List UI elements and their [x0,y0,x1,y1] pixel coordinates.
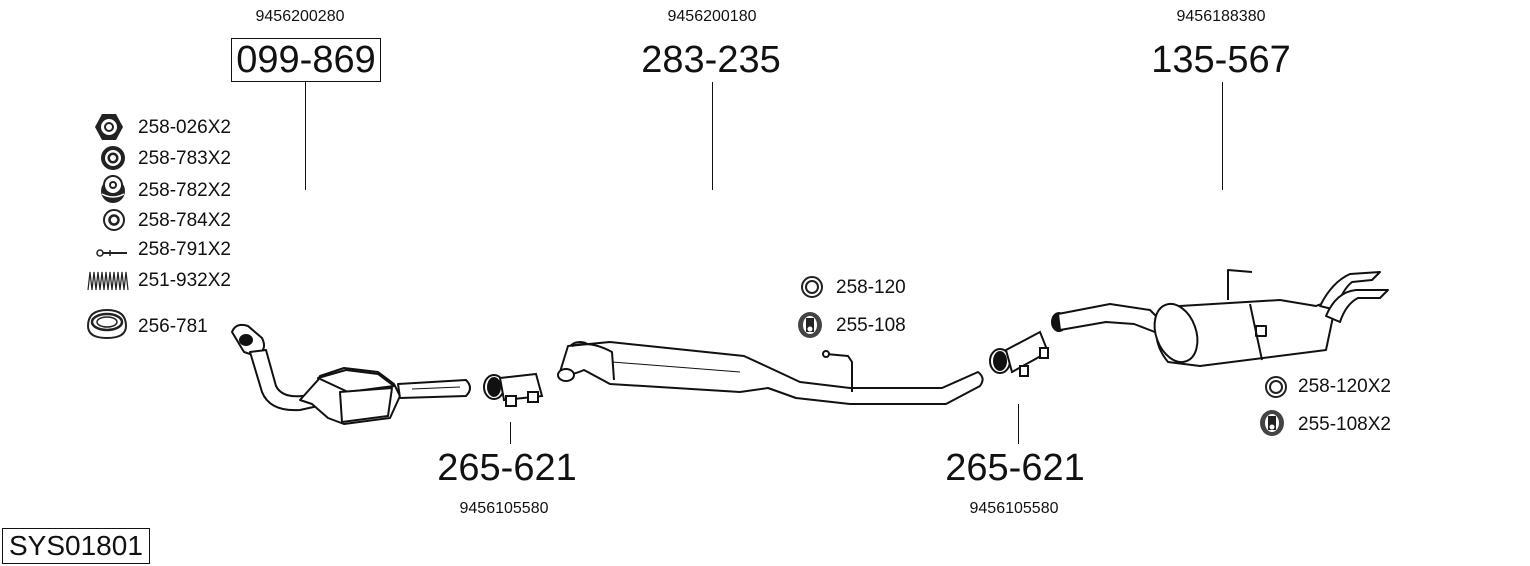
accessory-label[interactable]: 255-108 [836,315,906,336]
oe-number-rear-silencer: 9456188380 [1176,8,1266,25]
oe-number-catalytic-converter: 9456200280 [255,8,345,25]
accessory-label[interactable]: 258-120 [836,277,906,298]
accessory-label[interactable]: 258-120X2 [1298,376,1391,397]
leader-line [712,82,713,190]
part-number-box: 099-869 [231,38,381,82]
part-number-catalytic-converter[interactable]: 099-869 [186,38,426,82]
o-ring-icon [801,276,823,298]
stacked-ring-icon [101,175,125,203]
accessory-label[interactable]: 258-782X2 [138,180,231,201]
part-number-center-silencer[interactable]: 283-235 [641,39,781,81]
accessory-label[interactable]: 251-932X2 [138,270,231,291]
oe-number-clamp-1: 9456105580 [459,500,549,517]
clamp-1-drawing[interactable] [483,372,544,407]
oe-number-clamp-2: 9456105580 [969,500,1059,517]
spring-icon [87,271,129,291]
part-number-clamp-1[interactable]: 265-621 [437,447,577,489]
rear-silencer-drawing[interactable] [1051,269,1389,368]
washer-icon [103,209,125,231]
clamp-2-drawing[interactable] [989,330,1050,377]
accessory-label[interactable]: 256-781 [138,316,208,337]
accessory-label[interactable]: 258-784X2 [138,210,231,231]
rubber-hanger-icon [1260,410,1284,436]
accessory-label[interactable]: 258-783X2 [138,148,231,169]
gasket-ring-icon [86,308,128,340]
bolt-icon [96,249,127,257]
center-silencer-drawing[interactable] [557,341,984,405]
leader-line [1018,404,1019,444]
rubber-ring-icon [101,146,125,170]
accessory-label[interactable]: 258-791X2 [138,239,231,260]
leader-line [305,82,306,190]
accessory-label[interactable]: 258-026X2 [138,117,231,138]
oe-number-center-silencer: 9456200180 [667,8,757,25]
part-number-rear-silencer[interactable]: 135-567 [1151,39,1291,81]
leader-line [1222,82,1223,190]
rubber-hanger-icon [798,312,822,338]
part-number-clamp-2[interactable]: 265-621 [945,447,1085,489]
accessory-label[interactable]: 255-108X2 [1298,414,1391,435]
leader-line [510,422,511,444]
system-code-badge: SYS01801 [2,528,150,564]
catalytic-converter-drawing[interactable] [231,323,471,425]
o-ring-icon [1265,376,1287,398]
nut-icon [95,114,123,140]
